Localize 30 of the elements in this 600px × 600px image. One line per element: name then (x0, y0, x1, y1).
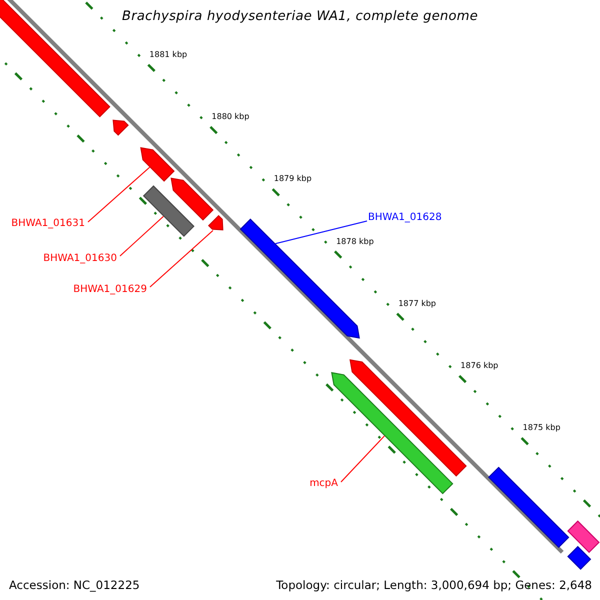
gene-feature (142, 185, 194, 237)
leader-line (275, 220, 368, 244)
leader-line (340, 435, 385, 482)
gene-feature (240, 218, 360, 339)
tick-label: 1875 kbp (522, 424, 560, 434)
tick-label: 1879 kbp (274, 175, 312, 184)
tick-label: 1878 kbp (336, 238, 374, 246)
gene-feature (488, 466, 570, 548)
genome-info-text: Topology: circular; Length: 3,000,694 bp; Genes: 2,648 (276, 579, 592, 592)
leader-line (120, 216, 164, 256)
leader-line (150, 230, 214, 288)
gene-label: BHWA1_01631 (11, 218, 85, 229)
gene-label: BHWA1_01628 (368, 212, 442, 223)
gene-feature (0, 0, 110, 118)
title: Brachyspira hyodysenteriae WA1, complete genome (122, 10, 478, 24)
leader-line (88, 166, 150, 222)
gene-label: mcpA (310, 478, 338, 489)
gene-feature (567, 520, 600, 553)
tick-label: 1877 kbp (398, 300, 436, 309)
tick-label: 1880 kbp (212, 113, 250, 122)
gene-feature (208, 215, 224, 230)
gene-label: BHWA1_01629 (73, 284, 147, 295)
tick-label: 1881 kbp (149, 50, 188, 60)
gene-feature (567, 546, 592, 570)
gene-feature (140, 147, 175, 182)
accession-text: Accession: NC_012225 (9, 579, 140, 592)
tick-label: 1876 kbp (460, 362, 498, 371)
gene-feature (112, 120, 129, 136)
gene-feature (170, 178, 214, 221)
gene-label: BHWA1_01630 (43, 253, 117, 264)
